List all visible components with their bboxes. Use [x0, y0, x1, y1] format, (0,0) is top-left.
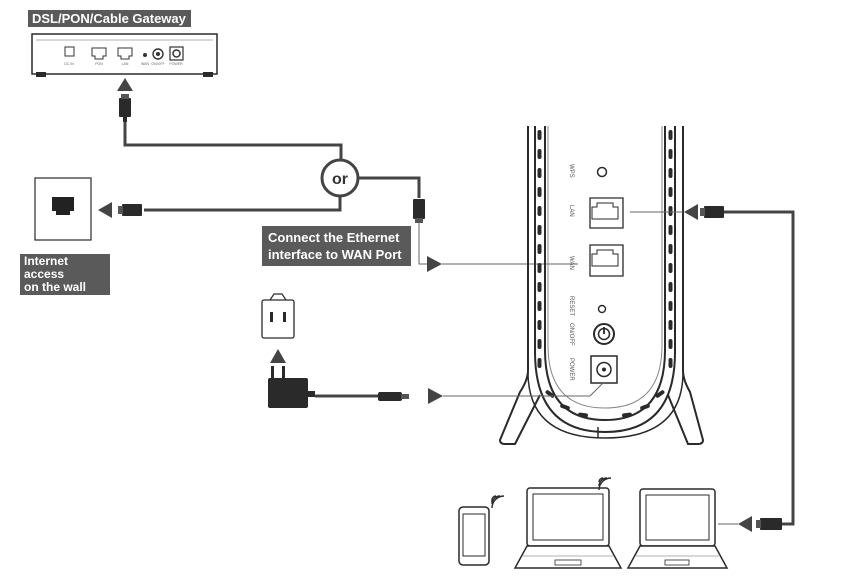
gateway-pon-port [91, 47, 107, 60]
wall-cable [144, 196, 342, 212]
ethernet-plug-icon [756, 518, 782, 530]
gateway-port-label: DC IN [64, 62, 74, 66]
gateway-port-label: LAN [122, 62, 129, 66]
gateway-device: DC IN PON LAN WAN ON/OFF POWER [31, 33, 218, 77]
gateway-wps-dot [143, 53, 147, 57]
gateway-lan-port [117, 47, 133, 60]
wall-label-line2: on the wall [24, 280, 87, 294]
router-label-lan: LAN [568, 205, 574, 217]
ethernet-plug-icon [119, 94, 131, 122]
instruction-line2: interface to WAN Port [268, 247, 402, 262]
arrow-up-icon [117, 78, 133, 91]
arrow-left-icon [684, 204, 698, 220]
arrow-left-icon [738, 516, 752, 532]
gateway-port-label: POWER [169, 62, 183, 66]
arrow-right-icon [428, 388, 443, 404]
wan-cable [358, 176, 421, 198]
router-wps-button [596, 166, 608, 178]
router-reset-hole [597, 304, 607, 314]
laptop-icon [626, 488, 729, 569]
router-label-reset: RESET [568, 296, 574, 316]
router-label-power: POWER [568, 358, 574, 381]
wifi-icon [491, 495, 505, 509]
wall-label-line1: Internet access [24, 254, 69, 281]
gateway-port-label: PON [95, 62, 103, 66]
router-device: WPS LAN WAN RESET ON/OFF POWER [498, 126, 705, 445]
gateway-power-port [169, 46, 184, 61]
gateway-dcin-port [64, 46, 75, 57]
power-adapter-icon [268, 366, 315, 408]
gateway-title: DSL/PON/Cable Gateway [28, 10, 191, 27]
ethernet-plug-icon [700, 206, 724, 218]
gateway-power-button [152, 48, 164, 60]
router-wan-port [589, 244, 624, 277]
instruction-line1: Connect the Ethernet [268, 230, 400, 245]
wall-access-label: Internet access on the wall [20, 254, 110, 295]
arrow-up-icon [270, 349, 286, 363]
router-power-button [593, 323, 615, 345]
ethernet-plug-icon [118, 204, 142, 216]
lan-cable [724, 210, 795, 526]
wifi-icon [598, 477, 612, 491]
power-plug-icon [378, 392, 409, 401]
laptop-icon [513, 487, 623, 569]
gateway-port-label: WAN [141, 62, 150, 66]
gateway-port-label: ON/OFF [151, 62, 164, 66]
ethernet-plug-icon [413, 199, 425, 223]
power-outlet-icon [261, 293, 295, 339]
arrow-left-icon [98, 202, 112, 218]
router-label-onoff: ON/OFF [568, 323, 574, 346]
arrow-right-icon [427, 256, 442, 272]
wan-thin-line [418, 223, 427, 265]
ethernet-wall-socket-icon [34, 177, 92, 241]
or-text: or [332, 171, 348, 188]
phone-icon [458, 506, 490, 566]
router-power-port [590, 355, 618, 384]
router-lan-port [589, 197, 624, 229]
instruction-label: Connect the Ethernet interface to WAN Po… [262, 226, 411, 266]
router-label-wps: WPS [568, 164, 574, 178]
router-label-wan: WAN [568, 256, 574, 270]
gateway-cable [123, 122, 343, 160]
